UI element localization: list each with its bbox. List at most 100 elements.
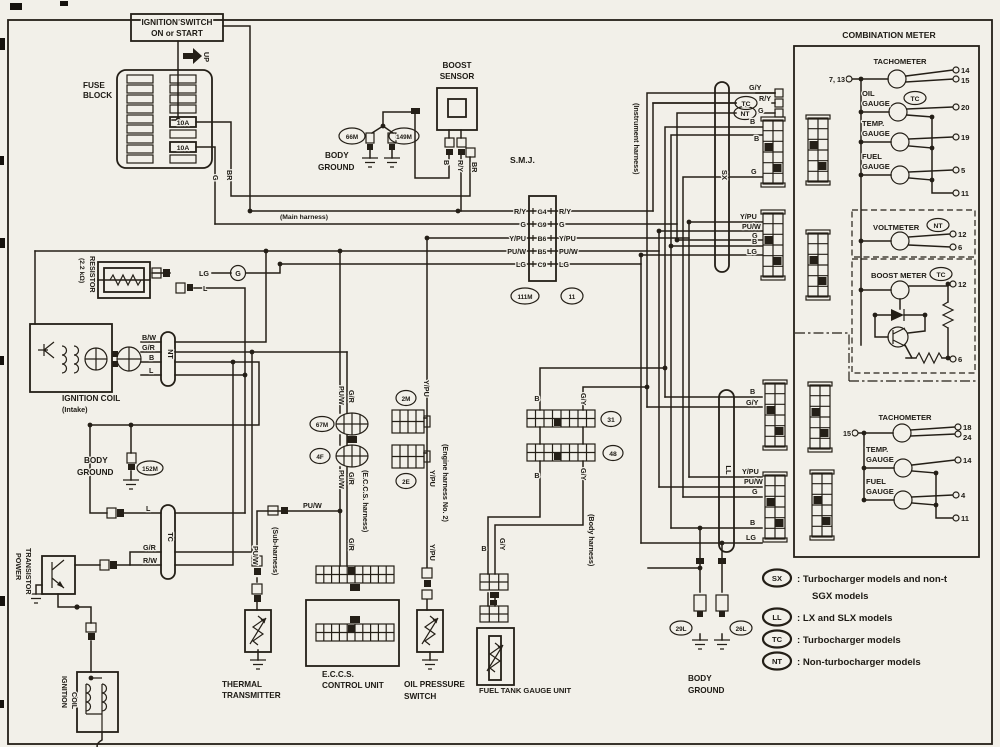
wire-label: L bbox=[203, 284, 208, 293]
oil-switch-label2: SWITCH bbox=[404, 692, 436, 701]
connector-id: 149M bbox=[396, 134, 412, 141]
fuel-tank-box bbox=[476, 627, 515, 686]
oil-sender-icon bbox=[421, 615, 439, 646]
wire-label: PU/W bbox=[507, 247, 526, 256]
sx-capsule bbox=[714, 81, 730, 273]
body-ground-label2: GROUND bbox=[77, 468, 113, 477]
terminal: 11 bbox=[961, 189, 970, 198]
wire-label: Y/PU bbox=[509, 234, 526, 243]
wire-label: G/R bbox=[347, 472, 356, 486]
wire-label: G bbox=[211, 175, 220, 181]
component-outlines bbox=[29, 13, 980, 733]
terminal: 20 bbox=[961, 103, 969, 112]
boost-sensor-label2: SENSOR bbox=[440, 72, 475, 81]
thermal-label: THERMAL bbox=[222, 680, 262, 689]
wire-label: B bbox=[752, 237, 757, 246]
wire-label: LG bbox=[559, 260, 569, 269]
connector-id: 2M bbox=[402, 396, 411, 403]
fuse-slots bbox=[126, 74, 197, 164]
ground-icon bbox=[361, 157, 379, 168]
fuel-tank-connector bbox=[479, 573, 509, 591]
wire-label: PU/W bbox=[303, 501, 322, 510]
combination-meter-box bbox=[793, 45, 980, 558]
terminal: 5 bbox=[961, 166, 966, 175]
wire-label: R/Y bbox=[559, 207, 571, 216]
gauge-label: FUEL bbox=[862, 152, 882, 161]
thermal-transmitter-element bbox=[244, 609, 272, 653]
wire-label: G/Y bbox=[749, 83, 762, 92]
connector-strip bbox=[762, 471, 788, 543]
ignition-coil-intake-box bbox=[29, 323, 113, 393]
power-transistor-box bbox=[41, 555, 76, 595]
wire-label: LG bbox=[516, 260, 526, 269]
wire-label: B bbox=[754, 134, 759, 143]
ignition-coil-label: IGNITION bbox=[60, 676, 69, 708]
connector-id: 48 bbox=[609, 451, 617, 458]
wire-label: LG bbox=[746, 533, 756, 542]
circled-g-junction bbox=[229, 264, 247, 282]
wire-label: Y/PU bbox=[559, 234, 576, 243]
model-tag: NT bbox=[933, 223, 943, 230]
circled-g: G bbox=[235, 269, 241, 278]
wire-label: Y/PU bbox=[740, 212, 757, 221]
harness-capsules bbox=[160, 81, 735, 580]
wire-label: L bbox=[146, 504, 151, 513]
resistor-value: (2.2 kΩ) bbox=[78, 258, 85, 283]
smj-pin: B6 bbox=[538, 236, 547, 243]
legend-code: LL bbox=[772, 613, 782, 622]
smj-box bbox=[528, 195, 557, 282]
smj-pin: G4 bbox=[537, 209, 546, 216]
eccs-connector bbox=[315, 565, 395, 584]
wire-label: G/R bbox=[142, 343, 156, 352]
pin-ref: 7, 13 bbox=[829, 75, 845, 84]
pin-ref: 15 bbox=[843, 429, 851, 438]
junction-dots bbox=[74, 76, 951, 681]
power-transistor-label: POWER bbox=[14, 553, 23, 581]
connector-4f bbox=[335, 444, 369, 468]
fuse-10a-2 bbox=[169, 141, 197, 153]
legend-code: TC bbox=[772, 635, 783, 644]
temp2-gauge-icon bbox=[893, 458, 913, 478]
fuel2-gauge-icon bbox=[893, 490, 913, 510]
legend-text: : LX and SLX models bbox=[797, 613, 892, 624]
connector-id: 31 bbox=[607, 417, 615, 424]
wire-label: G bbox=[751, 167, 757, 176]
boost-meter-dashed-box bbox=[851, 258, 976, 374]
tc-capsule bbox=[160, 504, 176, 580]
smj-pin: G9 bbox=[537, 222, 546, 229]
connector-strip bbox=[760, 209, 786, 281]
nt-capsule bbox=[160, 331, 176, 387]
wire-label: R/Y bbox=[759, 94, 771, 103]
wire-label: G/Y bbox=[746, 398, 759, 407]
terminal: 6 bbox=[958, 355, 962, 364]
tachometer-gauge-icon bbox=[887, 69, 907, 89]
diagram-border bbox=[7, 19, 993, 745]
smj-pin: B5 bbox=[538, 249, 547, 256]
eccs-label2: CONTROL UNIT bbox=[322, 681, 384, 690]
oil-switch-label: OIL PRESSURE bbox=[404, 680, 465, 689]
model-tag: TC bbox=[910, 96, 919, 103]
fuse-block-label2: BLOCK bbox=[83, 91, 112, 100]
ll-capsule bbox=[718, 389, 735, 553]
fuel-tank-label: FUEL TANK GAUGE UNIT bbox=[479, 686, 571, 695]
ground-icon bbox=[249, 659, 267, 670]
gauge-label: TACHOMETER bbox=[873, 57, 927, 66]
terminal: 24 bbox=[963, 433, 972, 442]
boost-sensor-label: BOOST bbox=[442, 61, 471, 70]
connector-2m bbox=[391, 409, 431, 434]
wire-label: B bbox=[534, 394, 539, 403]
gauge-label: GAUGE bbox=[862, 99, 890, 108]
connector-strips bbox=[315, 114, 835, 642]
terminal: 12 bbox=[958, 230, 966, 239]
wire-label: BR bbox=[470, 162, 479, 173]
connector-id: 26L bbox=[736, 626, 747, 633]
legend-code: NT bbox=[772, 657, 782, 666]
instrument-harness-label: (Instrument harness) bbox=[632, 103, 641, 175]
connector-id: 2E bbox=[402, 479, 410, 486]
labels: IGNITION SWITCH ON or START UP FUSE BLOC… bbox=[13, 17, 974, 711]
wire-label: G bbox=[752, 231, 758, 240]
wire-label: G/Y bbox=[579, 468, 588, 481]
fuse-rating: 10A bbox=[177, 120, 190, 127]
wire-label: G/R bbox=[347, 538, 356, 552]
